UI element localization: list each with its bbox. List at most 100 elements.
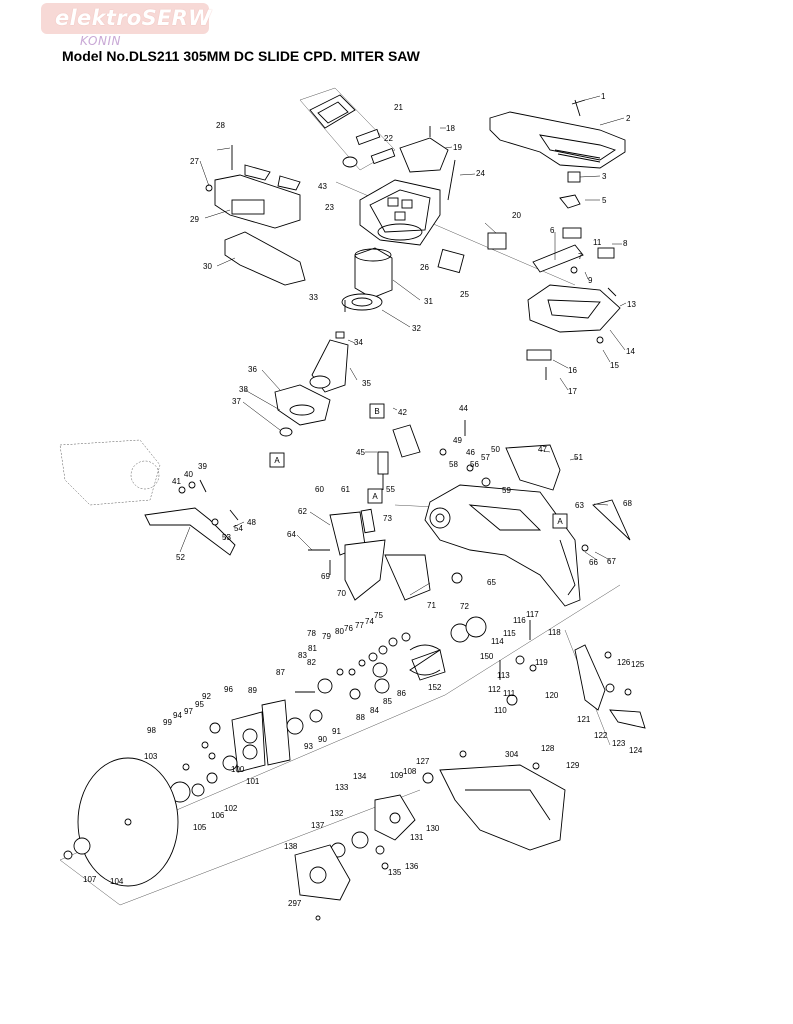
part-label: 8 xyxy=(623,239,628,248)
part-label: 101 xyxy=(246,777,260,786)
leader-lines xyxy=(179,95,627,596)
part-label: 129 xyxy=(566,761,580,770)
blade-guard-parts xyxy=(294,750,566,921)
part-label: 78 xyxy=(307,629,316,638)
part-label: 115 xyxy=(503,629,516,638)
part-label: 50 xyxy=(491,445,500,454)
part-label: 25 xyxy=(460,290,469,299)
part-label: 75 xyxy=(374,611,383,620)
part-label: 43 xyxy=(318,182,327,191)
part-label: 112 xyxy=(488,685,501,694)
part-label: 123 xyxy=(612,739,626,748)
part-label: 128 xyxy=(541,744,555,753)
part-label: 64 xyxy=(287,530,296,539)
part-label: 38 xyxy=(239,385,248,394)
part-label: 80 xyxy=(335,627,344,636)
part-label: 120 xyxy=(545,691,559,700)
part-label: 93 xyxy=(304,742,313,751)
part-label: 24 xyxy=(476,169,485,178)
saw-blade-parts xyxy=(63,757,179,887)
part-label: 26 xyxy=(420,263,429,272)
part-label: 33 xyxy=(309,293,318,302)
part-label: 19 xyxy=(453,143,462,152)
part-label: 18 xyxy=(446,124,455,133)
saw-reference-sketch xyxy=(59,439,161,506)
part-label: 83 xyxy=(298,651,307,660)
spindle-parts xyxy=(169,699,323,803)
part-label: 21 xyxy=(394,103,403,112)
part-label: 134 xyxy=(353,772,367,781)
part-label: 90 xyxy=(318,735,327,744)
part-label: 28 xyxy=(216,121,225,130)
part-label: 81 xyxy=(308,644,317,653)
brush-holder-parts xyxy=(309,94,449,173)
part-label: 20 xyxy=(512,211,521,220)
main-gear-case xyxy=(424,484,581,607)
part-label: 7 xyxy=(578,252,583,261)
callout-markers: B A A A xyxy=(269,403,568,529)
part-label: 119 xyxy=(535,658,548,667)
part-label: 97 xyxy=(184,707,193,716)
part-label: 56 xyxy=(470,460,479,469)
part-label: 51 xyxy=(574,453,583,462)
part-label: 48 xyxy=(247,518,256,527)
part-label: 36 xyxy=(248,365,257,374)
gear-train-parts xyxy=(295,616,487,700)
part-label: 22 xyxy=(384,134,393,143)
part-label: 37 xyxy=(232,397,241,406)
battery-mount-parts xyxy=(437,227,621,380)
part-label: 76 xyxy=(344,624,353,633)
part-label: 126 xyxy=(617,658,631,667)
part-label: 54 xyxy=(234,524,243,533)
part-label: 152 xyxy=(428,683,442,692)
part-label: 23 xyxy=(325,203,334,212)
motor-assembly-parts xyxy=(274,247,393,437)
part-label: 67 xyxy=(607,557,616,566)
part-label: 124 xyxy=(629,746,643,755)
part-label: 42 xyxy=(398,408,407,417)
part-label: 102 xyxy=(224,804,238,813)
part-label: 98 xyxy=(147,726,156,735)
spring-and-guard-link-parts xyxy=(409,620,646,729)
part-label: 96 xyxy=(224,685,233,694)
part-label: 150 xyxy=(480,652,494,661)
part-label: 86 xyxy=(397,689,406,698)
part-label: 32 xyxy=(412,324,421,333)
part-label: 79 xyxy=(322,632,331,641)
part-label: 59 xyxy=(502,486,511,495)
part-label: 46 xyxy=(466,448,475,457)
part-label: 137 xyxy=(311,821,325,830)
part-label: 297 xyxy=(288,899,302,908)
part-label: 34 xyxy=(354,338,363,347)
part-label: 69 xyxy=(321,572,330,581)
part-label: 99 xyxy=(163,718,172,727)
callout-marker-a-1 xyxy=(269,452,285,468)
part-label: 87 xyxy=(276,668,285,677)
part-label: 40 xyxy=(184,470,193,479)
part-label: 66 xyxy=(589,558,598,567)
part-label: 113 xyxy=(497,671,510,680)
part-label: 89 xyxy=(248,686,257,695)
part-label: 72 xyxy=(460,602,469,611)
part-label: 131 xyxy=(410,833,424,842)
callout-marker-a-2 xyxy=(552,513,568,529)
part-label: 94 xyxy=(173,711,182,720)
part-label: 70 xyxy=(337,589,346,598)
part-label: 85 xyxy=(383,697,392,706)
part-label: 108 xyxy=(403,767,417,776)
arm-and-bolt-parts xyxy=(144,479,239,556)
part-label: 52 xyxy=(176,553,185,562)
part-label: 100 xyxy=(231,765,245,774)
callout-marker-a-3 xyxy=(367,488,383,504)
part-label: 77 xyxy=(355,621,364,630)
part-label: 14 xyxy=(626,347,635,356)
part-label: 9 xyxy=(588,276,593,285)
part-label: 111 xyxy=(503,689,516,698)
handle-cover-part xyxy=(489,99,626,209)
part-label: 49 xyxy=(453,436,462,445)
part-label: 63 xyxy=(575,501,584,510)
slide-mechanism-parts xyxy=(308,499,631,601)
part-label: 105 xyxy=(193,823,207,832)
part-label: 88 xyxy=(356,713,365,722)
part-label: 5 xyxy=(602,196,607,205)
